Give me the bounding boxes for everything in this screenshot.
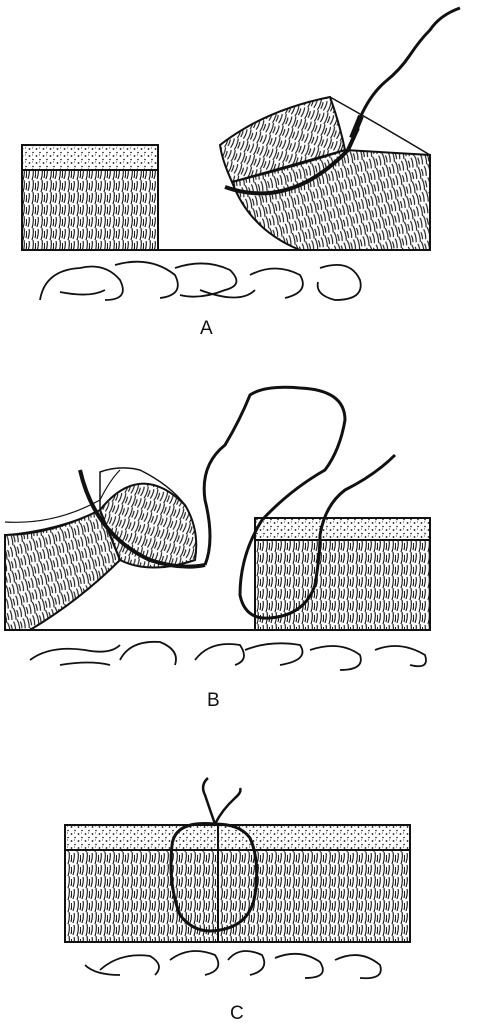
left-tissue-block bbox=[22, 145, 158, 250]
suture-knot-icon bbox=[203, 778, 240, 824]
right-tissue-block bbox=[220, 97, 430, 250]
panel-a-drawing bbox=[0, 0, 490, 360]
panel-label-a: A bbox=[200, 318, 213, 340]
subcutaneous-fat bbox=[30, 642, 426, 670]
panel-label-c: C bbox=[230, 1003, 244, 1025]
panel-a: A bbox=[0, 0, 490, 360]
panel-b: B bbox=[0, 360, 490, 720]
panel-b-drawing bbox=[0, 360, 490, 720]
panel-c-drawing bbox=[0, 720, 490, 1025]
subcutaneous-fat bbox=[40, 262, 361, 300]
suture-thread-icon bbox=[360, 8, 460, 118]
panel-c: C bbox=[0, 720, 490, 1025]
right-tissue-block bbox=[255, 518, 430, 630]
left-tissue-block bbox=[5, 468, 196, 630]
panel-label-b: B bbox=[207, 690, 220, 712]
subcutaneous-fat bbox=[85, 951, 381, 978]
